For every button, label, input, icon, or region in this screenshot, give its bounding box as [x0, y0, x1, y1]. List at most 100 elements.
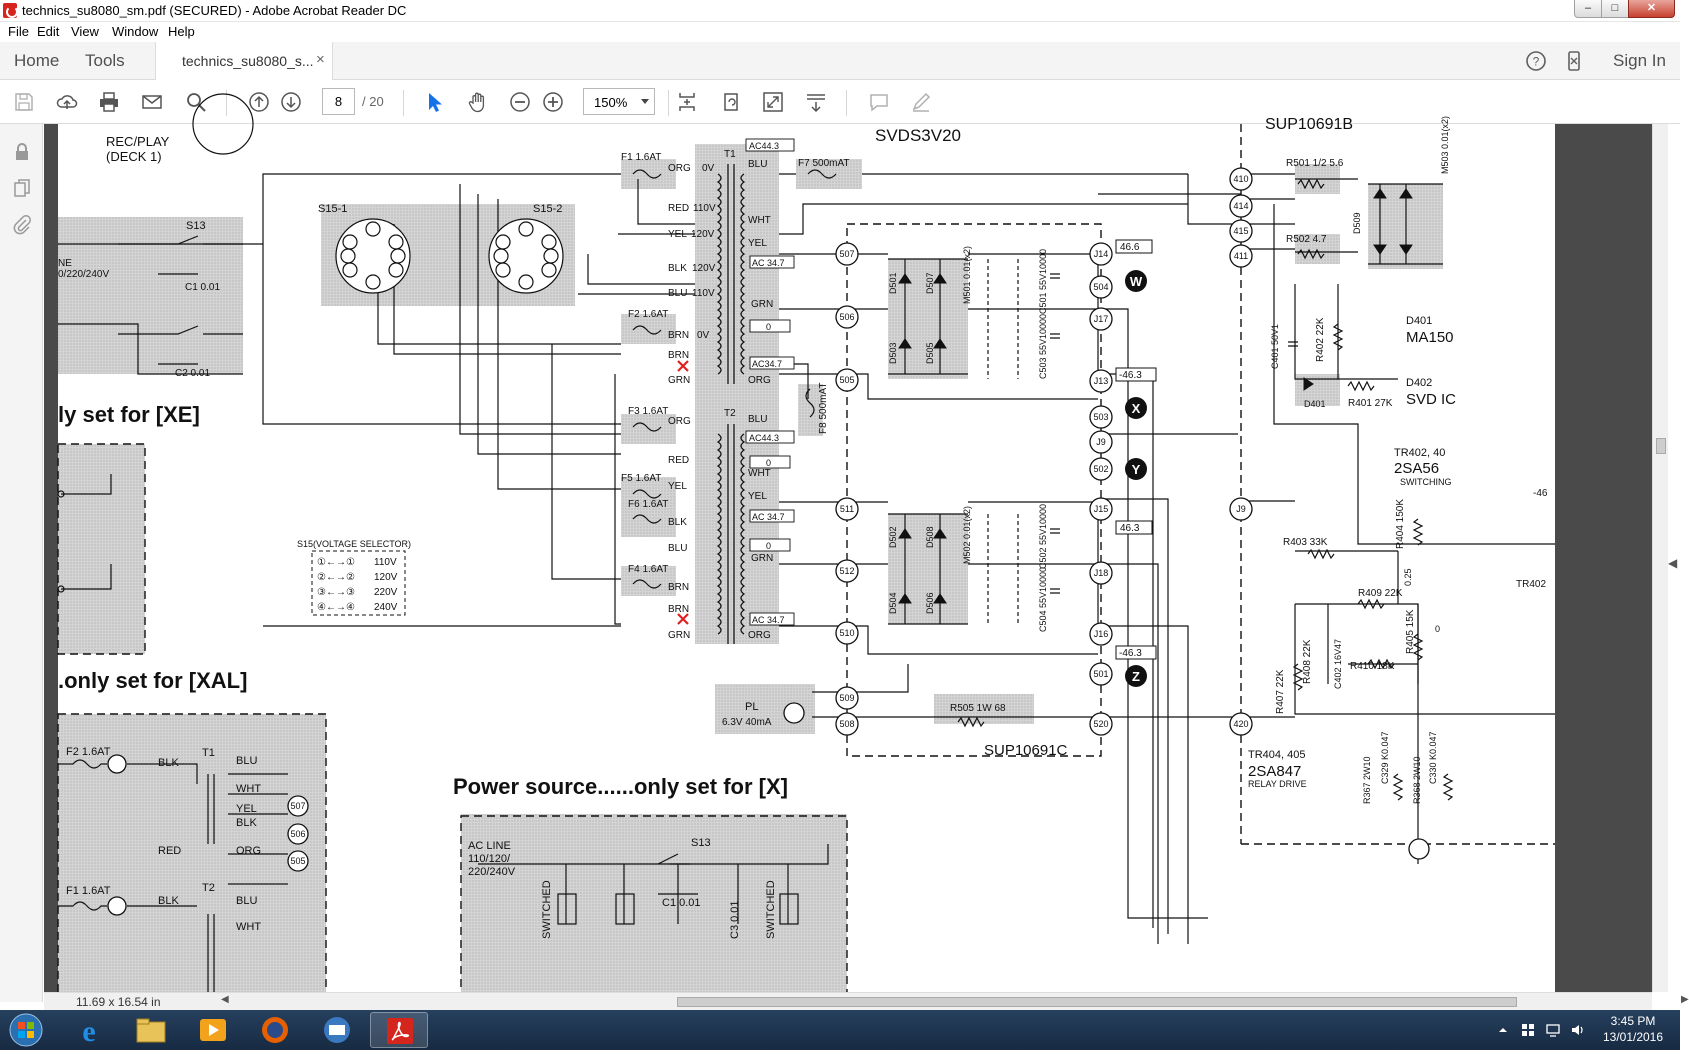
comment-icon[interactable]	[868, 91, 890, 113]
document-viewport[interactable]: REC/PLAY (DECK 1) SVDS3V20 SUP10691B	[44, 93, 1665, 1017]
hand-tool-icon[interactable]	[467, 91, 489, 113]
x-c3: C3 0.01	[729, 900, 741, 939]
previous-page-icon[interactable]	[248, 91, 270, 113]
page-thumbnails-icon[interactable]	[12, 178, 32, 198]
t2-out-wht: WHT	[748, 468, 771, 479]
mobile-link-icon[interactable]	[1563, 50, 1585, 72]
media-player-taskbar-icon[interactable]	[184, 1012, 242, 1048]
acrobat-taskbar-icon[interactable]	[370, 1012, 428, 1048]
maximize-button[interactable]: □	[1601, 0, 1629, 18]
d402-part: SVD IC	[1406, 391, 1456, 408]
volume-icon[interactable]	[1570, 1022, 1586, 1038]
tab-document[interactable]: technics_su8080_s... ×	[155, 42, 333, 81]
system-clock[interactable]: 3:45 PM 13/01/2016	[1595, 1013, 1671, 1045]
save-icon[interactable]	[13, 91, 35, 113]
fit-page-icon[interactable]	[762, 91, 784, 113]
voltage-pos-w: 46.6	[1120, 242, 1140, 253]
terminal-507: 507	[839, 249, 854, 259]
collapse-right-pane-handle[interactable]: ◀	[1668, 556, 1678, 570]
sup-b-label: SUP10691B	[1265, 116, 1353, 133]
vertical-scrollbar[interactable]	[1652, 124, 1668, 992]
rotate-page-icon[interactable]	[720, 91, 742, 113]
fuse-f6-label: F6 1.6AT	[628, 499, 668, 510]
firefox-taskbar-icon[interactable]	[246, 1012, 304, 1048]
t1-tap-110v: 110V	[693, 203, 716, 214]
terminal-501: 501	[1093, 669, 1108, 679]
close-window-button[interactable]: ✕	[1628, 0, 1675, 18]
t1-tap-zero: 0	[766, 322, 771, 332]
horizontal-scrollbar[interactable]: ◀ ▶	[221, 994, 1689, 1007]
highlight-pen-icon[interactable]	[910, 91, 932, 113]
selector-pos-1: ①←→①	[317, 557, 355, 568]
cap-c503: C503 55V10000	[1038, 314, 1048, 379]
zoom-out-icon[interactable]	[509, 91, 531, 113]
email-client-taskbar-icon[interactable]	[308, 1012, 366, 1048]
menu-help[interactable]: Help	[168, 24, 195, 39]
scroll-right-arrow-icon[interactable]: ▶	[1681, 994, 1689, 1005]
toolbar-separator	[668, 90, 669, 116]
xal-t1: T1	[202, 747, 215, 759]
chevron-down-icon	[641, 99, 649, 104]
s15-1-label: S15-1	[318, 203, 347, 215]
xal-terminal-507: 507	[290, 801, 305, 811]
terminal-j13: J13	[1094, 376, 1109, 386]
t1-wire-brn: BRN	[668, 330, 689, 341]
menu-view[interactable]: View	[71, 24, 99, 39]
print-icon[interactable]	[98, 91, 120, 113]
file-explorer-taskbar-icon[interactable]	[122, 1012, 180, 1048]
horizontal-scroll-thumb[interactable]	[677, 997, 1517, 1007]
cap-m503: M503 0.01(x2)	[1440, 116, 1450, 174]
d401-part: MA150	[1406, 329, 1454, 346]
t2-wire-blk: BLK	[668, 517, 687, 528]
page-layout-icon[interactable]	[805, 91, 827, 113]
sign-in-link[interactable]: Sign In	[1613, 51, 1666, 70]
tab-home[interactable]: Home	[14, 51, 60, 70]
t1-tap-0v: 0V	[702, 163, 715, 174]
next-page-icon[interactable]	[280, 91, 302, 113]
terminal-411: 411	[1234, 251, 1248, 261]
menu-file[interactable]: File	[8, 24, 29, 39]
zoom-in-icon[interactable]	[542, 91, 564, 113]
t1-wire-org: ORG	[668, 163, 691, 174]
terminal-410: 410	[1233, 174, 1248, 184]
menu-edit[interactable]: Edit	[37, 24, 60, 39]
rail-y: Y	[1132, 462, 1141, 477]
zoom-select[interactable]: 150%	[583, 88, 655, 115]
scroll-left-arrow-icon[interactable]: ◀	[221, 994, 229, 1005]
email-icon[interactable]	[141, 91, 163, 113]
menu-window[interactable]: Window	[112, 24, 159, 39]
t2-wire-org: ORG	[668, 416, 691, 427]
select-cursor-icon[interactable]	[424, 91, 446, 113]
t1-wire-blk: BLK	[668, 263, 687, 274]
terminal-505: 505	[839, 375, 854, 385]
scrolling-mode-icon[interactable]	[676, 91, 698, 113]
cap-c402: C402 16V47	[1333, 639, 1343, 689]
network-icon[interactable]	[1545, 1022, 1561, 1038]
ne-label: NE	[58, 258, 72, 269]
diode-d502: D502	[888, 526, 898, 548]
toolbar-separator	[846, 90, 847, 116]
attachment-icon[interactable]	[12, 214, 32, 235]
action-center-flag-icon[interactable]	[1520, 1022, 1536, 1038]
minimize-button[interactable]: –	[1574, 0, 1602, 18]
selector-volts-1: 110V	[374, 557, 397, 568]
close-tab-button[interactable]: ×	[316, 51, 325, 68]
terminal-414: 414	[1233, 201, 1248, 211]
internet-explorer-taskbar-icon[interactable]: e	[60, 1012, 118, 1048]
t1-out-yel: YEL	[748, 238, 767, 249]
t2-wire-grn: GRN	[668, 630, 690, 641]
xal-red: RED	[158, 845, 181, 857]
vertical-scroll-thumb[interactable]	[1656, 438, 1666, 454]
help-icon[interactable]: ?	[1525, 50, 1547, 72]
page-number-input[interactable]	[322, 88, 355, 115]
start-button[interactable]	[4, 1012, 48, 1048]
t2-out-blu: BLU	[748, 414, 767, 425]
lock-icon[interactable]	[12, 142, 32, 162]
tab-tools[interactable]: Tools	[85, 51, 125, 70]
show-hidden-icons-icon[interactable]	[1495, 1022, 1511, 1038]
upload-cloud-icon[interactable]	[56, 91, 78, 113]
tap-zero: 0	[1435, 624, 1440, 634]
toolbar: / 20 150%	[0, 80, 1680, 124]
xal-terminal-506: 506	[290, 829, 305, 839]
t2-out-grn: GRN	[751, 553, 773, 564]
